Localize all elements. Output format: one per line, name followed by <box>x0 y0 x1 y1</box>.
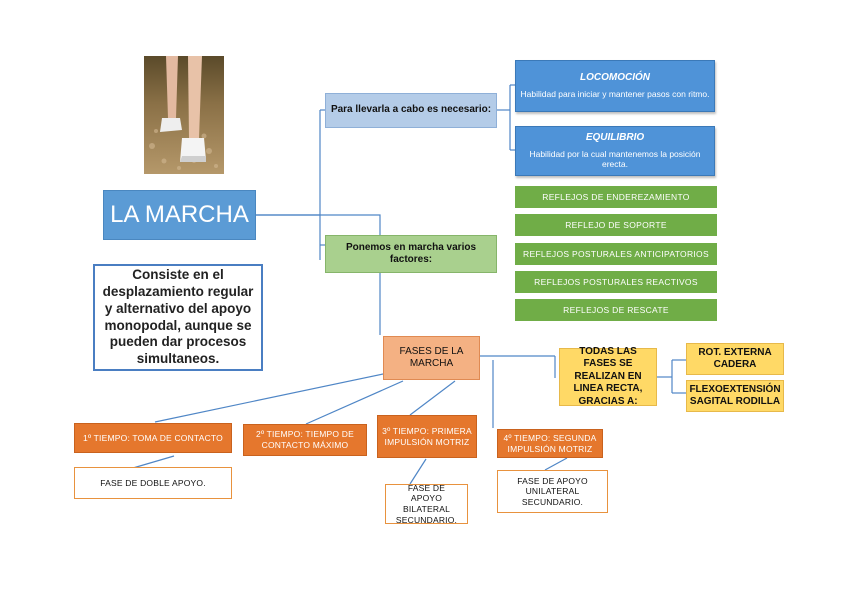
walking-feet-photo <box>144 56 224 174</box>
factor-item: REFLEJO DE SOPORTE <box>515 214 717 236</box>
factors-label: Ponemos en marcha varios factores: <box>325 235 497 273</box>
hip-rotation-item: ROT. EXTERNA CADERA <box>686 343 784 375</box>
requirement-label: Para llevarla a cabo es necesario: <box>325 93 497 128</box>
locomotion-description: Habilidad para iniciar y mantener pasos … <box>520 88 710 99</box>
balance-description: Habilidad por la cual mantenemos la posi… <box>529 148 701 170</box>
time-1-detail: FASE DE DOBLE APOYO. <box>74 467 232 499</box>
time-3-node: 3º TIEMPO: PRIMERA IMPULSIÓN MOTRIZ <box>377 415 477 458</box>
main-title: LA MARCHA <box>103 190 256 240</box>
definition-box: Consiste en el desplazamiento regular y … <box>93 264 263 371</box>
time-3-detail: FASE DE APOYO BILATERAL SECUNDARIO. <box>385 483 468 525</box>
locomotion-heading: LOCOMOCIÓN <box>580 72 650 84</box>
factor-item: REFLEJOS DE RESCATE <box>515 299 717 321</box>
balance-card: EQUILIBRIO Habilidad por la cual mantene… <box>515 126 715 176</box>
time-4-node: 4º TIEMPO: SEGUNDA IMPULSIÓN MOTRIZ <box>497 429 603 458</box>
factor-item: REFLEJOS DE ENDEREZAMIENTO <box>515 186 717 208</box>
factor-item: REFLEJOS POSTURALES REACTIVOS <box>515 271 717 293</box>
phases-node: FASES DE LA MARCHA <box>383 336 480 380</box>
balance-heading: EQUILIBRIO <box>585 132 645 144</box>
factor-item: REFLEJOS POSTURALES ANTICIPATORIOS <box>515 243 717 265</box>
knee-flexion-item: FLEXOEXTENSIÓN SAGITAL RODILLA <box>686 380 784 412</box>
time-4-detail: FASE DE APOYO UNILATERAL SECUNDARIO. <box>497 470 608 513</box>
time-1-node: 1º TIEMPO: TOMA DE CONTACTO <box>74 423 232 453</box>
locomotion-card: LOCOMOCIÓN Habilidad para iniciar y mant… <box>515 60 715 112</box>
time-2-node: 2º TIEMPO: TIEMPO DE CONTACTO MÁXIMO <box>243 424 367 456</box>
straight-line-note: TODAS LAS FASES SE REALIZAN EN LINEA REC… <box>559 346 657 407</box>
